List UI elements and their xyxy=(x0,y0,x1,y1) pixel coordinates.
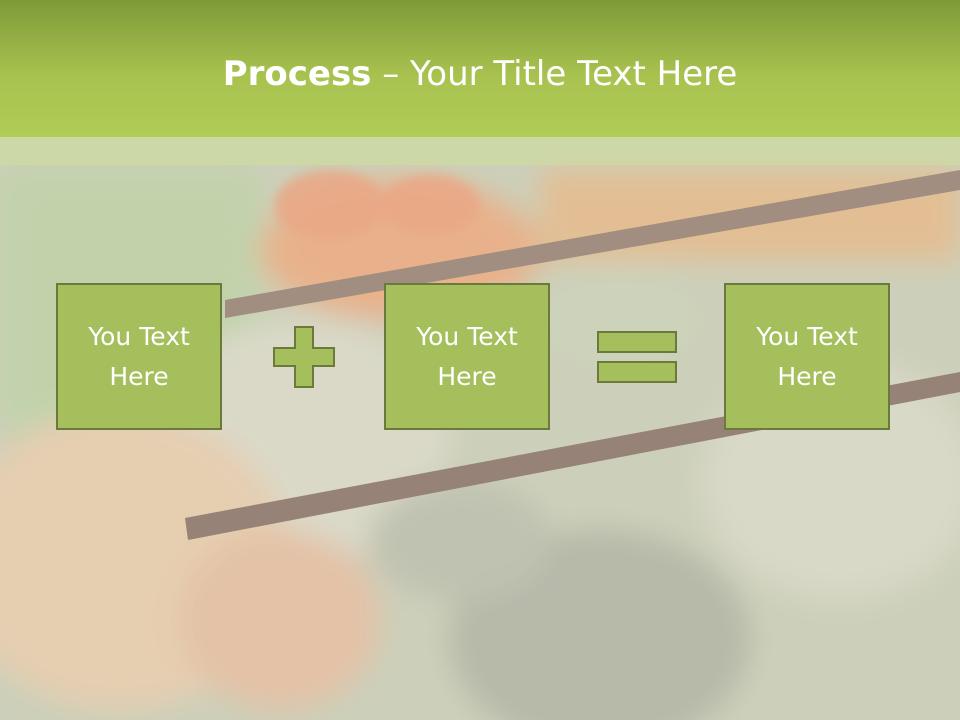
process-box-3[interactable]: You Text Here xyxy=(724,283,890,430)
process-box-1-text: You Text Here xyxy=(88,321,190,391)
process-box-2[interactable]: You Text Here xyxy=(384,283,550,430)
title-rest-text: – Your Title Text Here xyxy=(371,54,738,94)
process-box-3-text: You Text Here xyxy=(756,321,858,391)
process-box-2-text: You Text Here xyxy=(416,321,518,391)
slide-title[interactable]: Process – Your Title Text Here xyxy=(0,52,960,96)
title-bar xyxy=(0,0,960,137)
plus-icon xyxy=(273,326,335,388)
equals-icon xyxy=(597,331,677,383)
process-box-1[interactable]: You Text Here xyxy=(56,283,222,430)
title-bold-text: Process xyxy=(222,54,372,94)
title-strip xyxy=(0,137,960,165)
